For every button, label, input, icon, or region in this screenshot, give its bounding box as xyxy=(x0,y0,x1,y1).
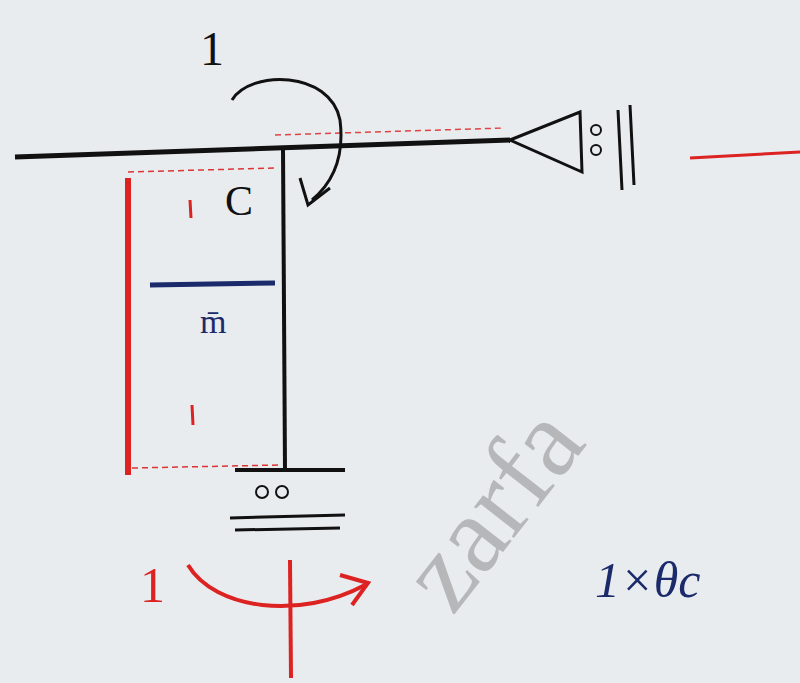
roller xyxy=(591,125,601,135)
roller xyxy=(276,486,288,498)
dashed-line xyxy=(275,128,505,135)
arrow-head xyxy=(300,178,330,205)
work-term: 1×θc xyxy=(595,555,701,605)
beam xyxy=(15,140,510,157)
ordinate xyxy=(150,283,275,285)
moment-diagram xyxy=(125,178,131,475)
moment-value: 1 xyxy=(140,560,165,610)
roller xyxy=(256,486,268,498)
hatch xyxy=(190,200,193,425)
dashed-line xyxy=(128,168,280,468)
moment-label: m̄ xyxy=(200,305,226,339)
red-line xyxy=(690,152,800,158)
moment-arrow xyxy=(188,565,365,606)
support-plate xyxy=(235,468,345,472)
ground-line xyxy=(230,515,345,530)
ground-line xyxy=(618,105,634,190)
pin-support xyxy=(510,112,582,172)
watermark: zarfa xyxy=(380,387,602,628)
column xyxy=(283,148,285,470)
joint-label: C xyxy=(225,180,253,222)
arrow-head xyxy=(340,575,368,605)
load-value: 1 xyxy=(200,25,224,73)
roller xyxy=(591,145,601,155)
red-line xyxy=(290,560,291,678)
